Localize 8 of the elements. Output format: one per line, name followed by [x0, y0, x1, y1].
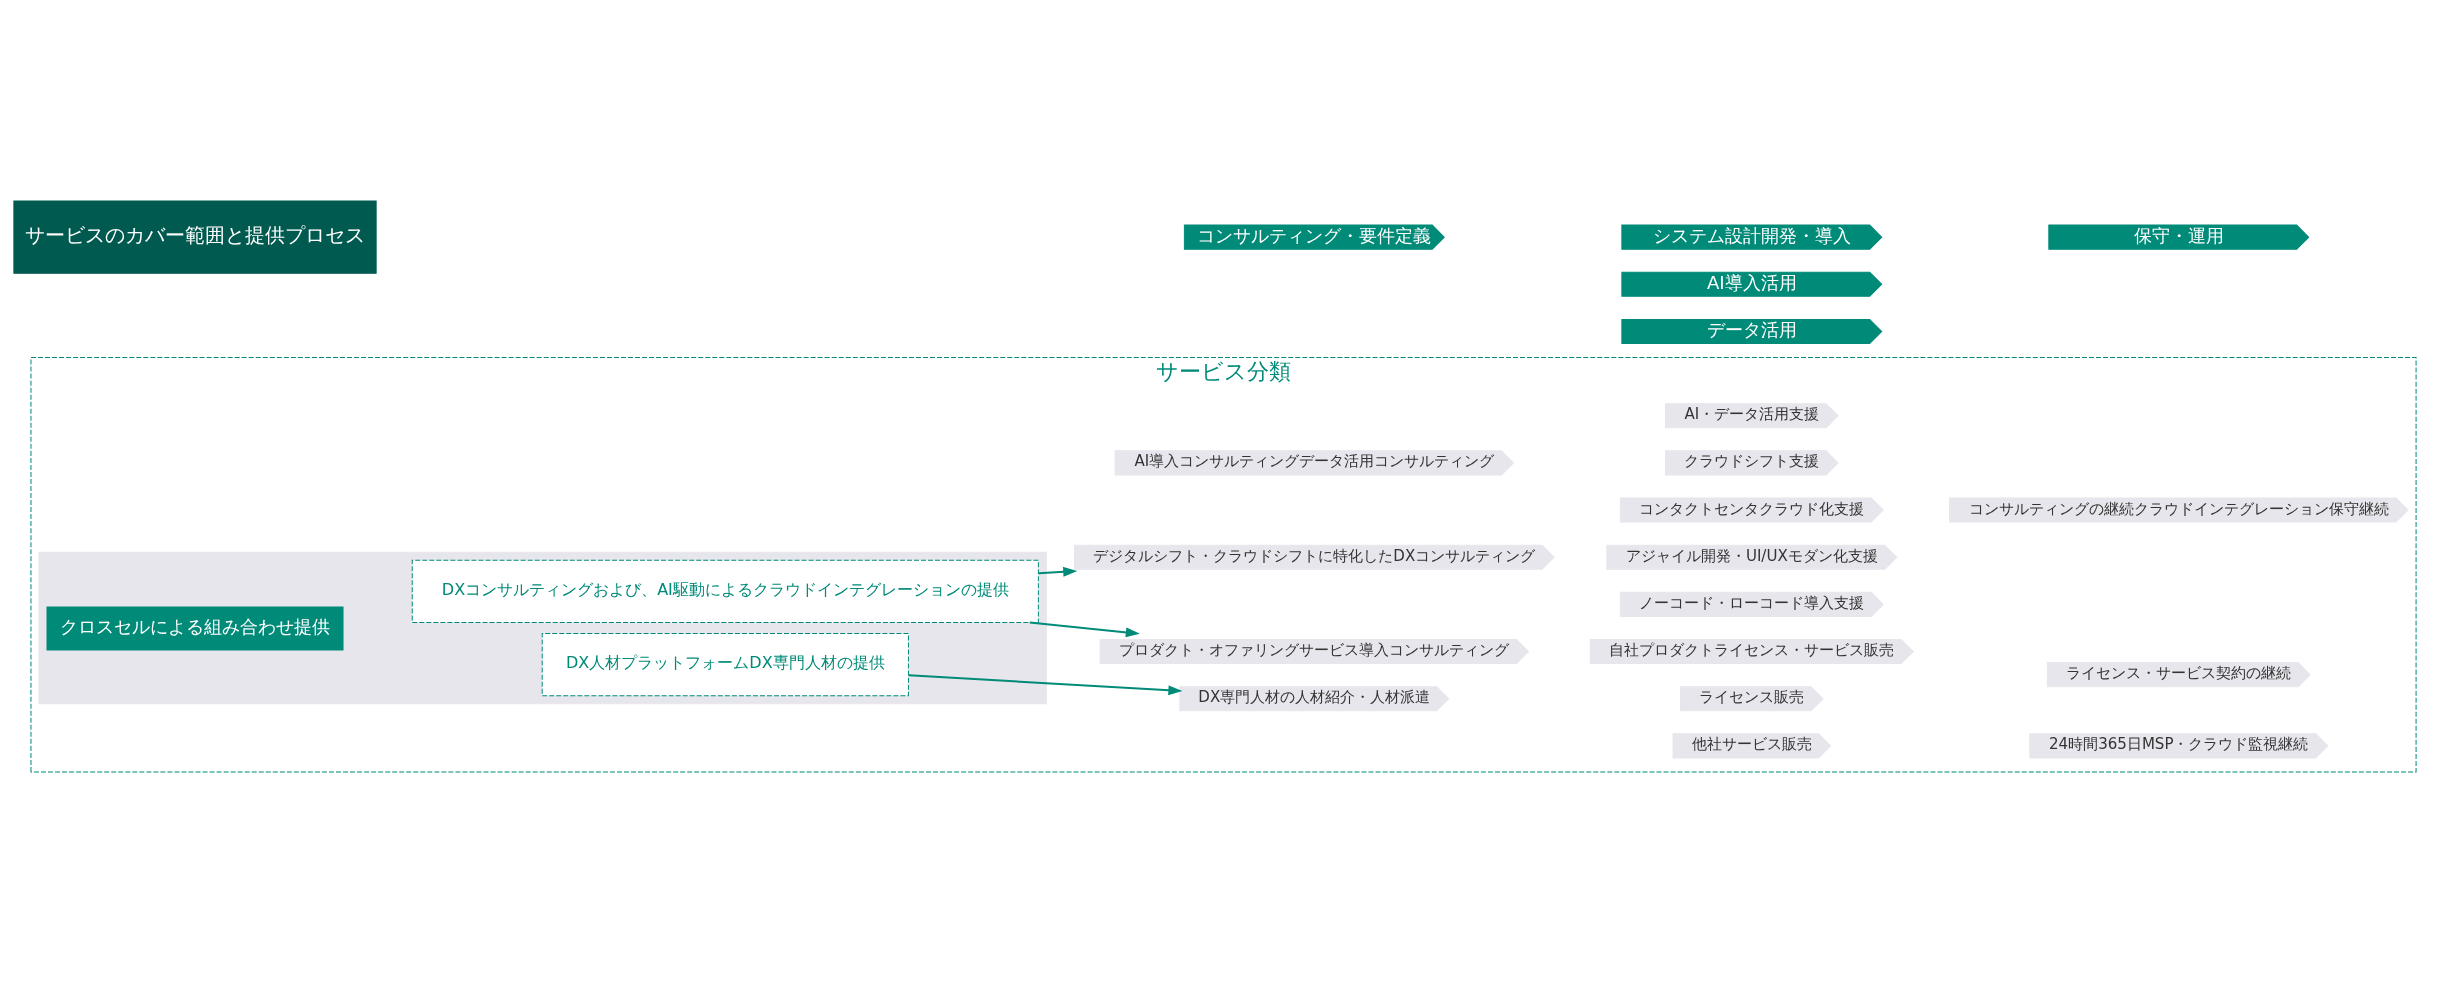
node-box: DX人材プラットフォームDX専門人材の提供	[541, 633, 909, 697]
arrow	[908, 674, 1183, 696]
arrow	[1029, 621, 1140, 638]
node-box: サービスのカバー範囲と提供プロセス	[13, 200, 377, 274]
arrow	[1038, 566, 1078, 577]
node-box: クロスセルによる組み合わせ提供	[46, 606, 344, 651]
node-box: DXコンサルティングおよび、AI駆動によるクラウドインテグレーションの提供	[411, 559, 1039, 623]
cluster	[38, 551, 1047, 705]
